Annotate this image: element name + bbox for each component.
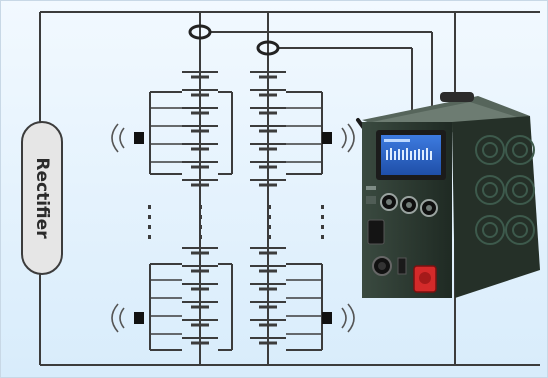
rectifier-block: Rectifier xyxy=(21,121,63,275)
knob-icon xyxy=(380,193,398,211)
wireless-sensor-icon xyxy=(111,303,144,333)
cooling-fan-icon xyxy=(475,135,535,245)
red-terminal-icon xyxy=(413,265,437,293)
wireless-sensor-icon xyxy=(322,123,355,153)
screen-bargraph xyxy=(384,139,432,160)
battery-strings xyxy=(149,71,323,351)
rectifier-label: Rectifier xyxy=(32,157,52,239)
knob-icon xyxy=(420,199,438,217)
wireless-sensor-icon xyxy=(322,303,355,333)
knob-icon xyxy=(400,196,418,214)
current-clamp-icon xyxy=(188,24,212,40)
wireless-sensor-icon xyxy=(111,123,144,153)
continuation-dots xyxy=(148,205,324,239)
battery-test-device xyxy=(356,92,540,298)
current-clamp-icon xyxy=(256,40,280,56)
